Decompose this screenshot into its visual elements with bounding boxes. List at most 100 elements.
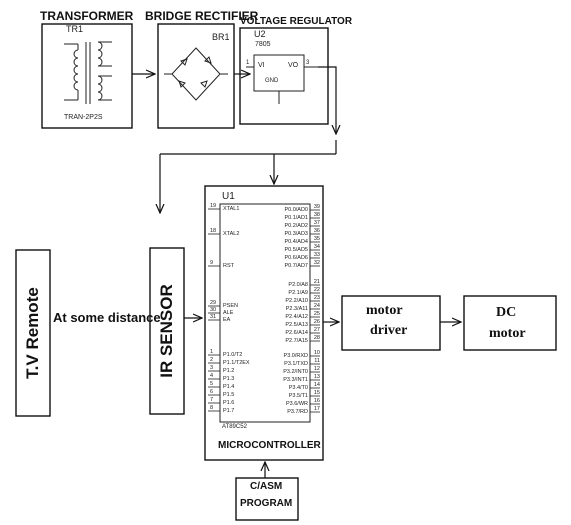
mcu-pin-number: 29 — [210, 299, 217, 306]
mcu-pin-name: P1.2 — [223, 367, 235, 374]
mcu-pin-name: P3.1/TXD — [284, 360, 308, 367]
mcu-pin-number: 23 — [313, 294, 320, 301]
mcu-pin-name: XTAL2 — [223, 230, 240, 237]
regulator-ic — [253, 54, 305, 92]
rectifier-heading: BRIDGE RECTIFIER — [145, 9, 259, 23]
mcu-pin-number: 21 — [313, 278, 320, 285]
mcu-pin-name: P2.0/A8 — [288, 281, 308, 288]
mcu-pin-number: 19 — [210, 202, 217, 209]
mcu-pin-name: EA — [223, 316, 231, 323]
mcu-pin-number: 8 — [210, 404, 214, 411]
regulator-ref: U2 — [254, 29, 266, 39]
dc-motor-line2: motor — [489, 326, 526, 341]
mcu-pin-number: 13 — [313, 373, 320, 380]
transformer-heading: TRANSFORMER — [40, 9, 134, 23]
program-line2: PROGRAM — [240, 498, 293, 509]
transformer-symbol — [64, 41, 112, 104]
distance-label: At some distance — [53, 310, 161, 325]
mcu-pin-name: P3.0/RXD — [283, 352, 308, 359]
mcu-pin-number: 39 — [313, 203, 320, 210]
mcu-pin-number: 37 — [313, 219, 320, 226]
mcu-pin-number: 5 — [210, 380, 214, 387]
mcu-pin-name: P2.5/A13 — [285, 321, 308, 328]
mcu-pin-name: P0.6/AD6 — [284, 254, 308, 261]
mcu-pin-name: P3.5/T1 — [288, 392, 308, 399]
mcu-pin-number: 25 — [313, 310, 320, 317]
mcu-pin-number: 18 — [210, 227, 217, 234]
motor-driver-line2: driver — [370, 323, 408, 338]
mcu-pin-name: P1.4 — [223, 383, 235, 390]
mcu-pin-name: P2.3/A11 — [285, 305, 308, 312]
mcu-pin-name: RST — [223, 262, 234, 269]
dc-motor-line1: DC — [496, 305, 517, 320]
mcu-pin-number: 9 — [210, 259, 214, 266]
bridge-symbol — [164, 47, 228, 101]
ir-sensor-label: IR SENSOR — [157, 284, 176, 378]
mcu-pin-number: 33 — [313, 251, 320, 258]
mcu-pin-name: P3.6/WR — [285, 400, 308, 407]
mcu-pin-number: 10 — [313, 349, 320, 356]
mcu-pin-name: P2.1/A9 — [288, 289, 308, 296]
arrow-regulator-output — [318, 66, 336, 134]
mcu-pin-number: 31 — [210, 313, 217, 320]
mcu-pin-number: 27 — [313, 326, 320, 333]
mcu-pin-name: P0.7/AD7 — [284, 262, 308, 269]
mcu-part: AT89C52 — [222, 424, 247, 430]
regulator-pin-gnd: GND — [265, 78, 279, 84]
motor-driver-line1: motor — [366, 303, 403, 318]
tv-remote-box — [15, 249, 51, 417]
mcu-pin-name: P0.1/AD1 — [284, 214, 308, 221]
mcu-pin-name: XTAL1 — [223, 205, 240, 212]
regulator-pin1-num: 1 — [246, 60, 250, 66]
mcu-pin-name: P1.1/T2EX — [223, 359, 250, 366]
mcu-pin-name: P2.2/A10 — [285, 297, 308, 304]
transformer-box — [41, 23, 133, 129]
mcu-pin-name: PSEN — [223, 302, 238, 309]
regulator-part: 7805 — [255, 41, 271, 48]
mcu-pin-name: P1.5 — [223, 391, 235, 398]
mcu-pin-name: P0.5/AD5 — [284, 246, 308, 253]
program-box — [235, 477, 299, 521]
rectifier-box — [157, 23, 235, 129]
mcu-pin-number: 14 — [313, 381, 320, 388]
rectifier-ref: BR1 — [212, 32, 230, 42]
mcu-pin-name: P0.4/AD4 — [284, 238, 308, 245]
mcu-pin-name: ALE — [223, 309, 234, 316]
mcu-pin-name: P0.2/AD2 — [284, 222, 308, 229]
mcu-pin-name: P1.3 — [223, 375, 235, 382]
mcu-pin-number: 4 — [210, 372, 214, 379]
mcu-pin-name: P3.3/INT1 — [283, 376, 308, 383]
mcu-pin-number: 7 — [210, 396, 214, 403]
mcu-pin-number: 15 — [313, 389, 320, 396]
mcu-pin-name: P3.7/RD — [287, 408, 308, 415]
mcu-pin-name: P2.6/A14 — [285, 329, 308, 336]
regulator-pin3-num: 3 — [306, 60, 310, 66]
transformer-ref: TR1 — [66, 24, 84, 34]
mcu-pin-name: P2.7/A15 — [285, 337, 308, 344]
mcu-pin-number: 1 — [210, 348, 214, 355]
mcu-pin-number: 30 — [210, 306, 217, 313]
mcu-pin-name: P3.2/INT0 — [283, 368, 308, 375]
transformer-part: TRAN-2P2S — [64, 114, 103, 121]
mcu-pin-name: P1.7 — [223, 407, 235, 414]
regulator-box — [239, 27, 329, 125]
mcu-pin-name: P2.4/A12 — [285, 313, 308, 320]
program-line1: C/ASM — [250, 481, 283, 492]
regulator-pin-vo: VO — [288, 62, 299, 69]
regulator-pin-vi: VI — [258, 62, 265, 69]
mcu-pin-number: 16 — [313, 397, 320, 404]
mcu-pin-name: P1.0/T2 — [223, 351, 243, 358]
mcu-pin-number: 3 — [210, 364, 214, 371]
mcu-pin-number: 12 — [313, 365, 320, 372]
motor-driver-box — [341, 295, 441, 351]
mcu-pin-number: 34 — [313, 243, 320, 250]
mcu-pin-number: 22 — [313, 286, 320, 293]
microcontroller-title: MICROCONTROLLER — [218, 440, 321, 451]
mcu-pin-number: 35 — [313, 235, 320, 242]
microcontroller-box — [204, 185, 324, 461]
mcu-pin-number: 36 — [313, 227, 320, 234]
mcu-pin-number: 28 — [313, 334, 320, 341]
mcu-pin-number: 17 — [313, 405, 320, 412]
